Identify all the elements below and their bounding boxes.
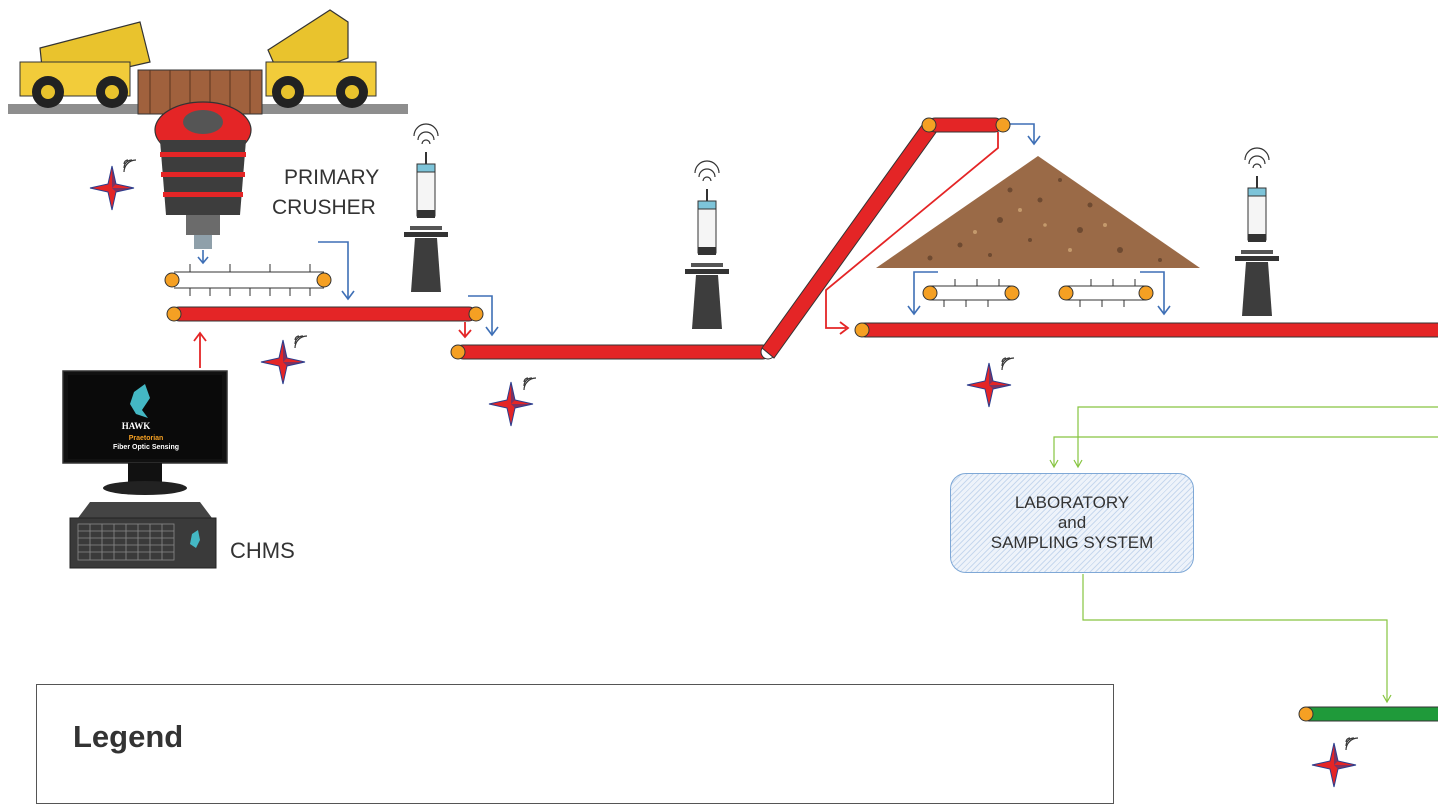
monitor-product-line2: Fiber Optic Sensing [113, 444, 179, 451]
primary-crusher-label: CRUSHER [272, 196, 376, 219]
level-sensor-icon [1234, 147, 1280, 317]
conveyor-belt [166, 306, 484, 322]
reclaim-feeder [922, 279, 1020, 307]
chms-label: CHMS [230, 538, 295, 563]
apron-feeder [164, 264, 332, 296]
wireless-signal-icon [123, 159, 137, 173]
conveyor-belt [450, 344, 776, 360]
lab-label-line3: SAMPLING SYSTEM [990, 533, 1154, 552]
inclined-conveyor-belt [761, 117, 1011, 359]
bypass-flow-line [193, 132, 999, 368]
sampling-signal-lines [1049, 406, 1438, 704]
sensor-star-icon [1311, 742, 1357, 788]
haul-truck-icon [265, 9, 377, 108]
level-sensor-icon [684, 160, 730, 330]
interrogator-unit-icon [69, 502, 217, 569]
sensor-star-icon [488, 381, 534, 427]
sensor-star-icon [89, 165, 135, 211]
wireless-signal-icon [294, 335, 308, 349]
legend-box: Legend [36, 684, 1114, 804]
conveyor-belt [854, 322, 1438, 338]
primary-crusher-label: PRIMARY [284, 166, 379, 189]
laboratory-sampling-box: LABORATORY and SAMPLING SYSTEM [950, 473, 1194, 573]
wireless-signal-icon [523, 377, 537, 391]
wireless-signal-icon [1345, 737, 1359, 751]
monitor-icon: HAWK Praetorian Fiber Optic Sensing [62, 370, 228, 495]
level-sensor-icon [403, 123, 449, 293]
gyratory-crusher-icon [154, 101, 252, 249]
reclaim-feeder [1058, 279, 1154, 307]
monitor-product-line1: Praetorian [129, 435, 164, 442]
lab-label-line1: LABORATORY [1014, 493, 1130, 512]
wireless-signal-icon [1001, 357, 1015, 371]
material-flow-arrows [197, 123, 1171, 337]
sensor-star-icon [966, 362, 1012, 408]
sensor-star-icon [260, 339, 306, 385]
monitor-logo: HAWK [122, 421, 151, 431]
lab-label-line2: and [1057, 513, 1087, 532]
stockpile-icon [876, 156, 1200, 268]
legend-title: Legend [73, 719, 184, 754]
product-conveyor-belt [1298, 706, 1438, 722]
